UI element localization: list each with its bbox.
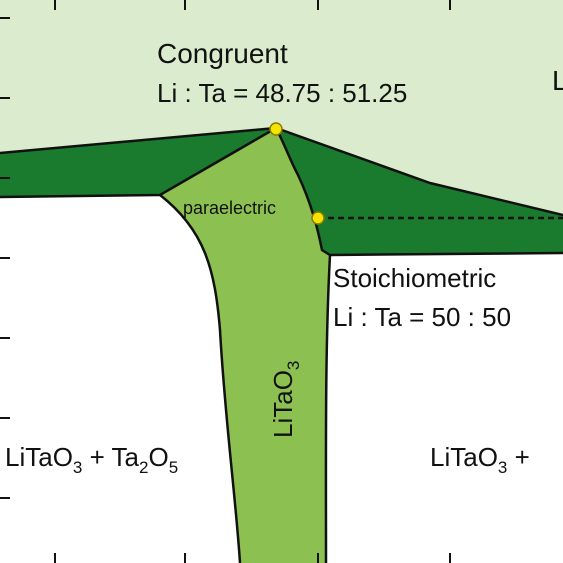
curie-point	[311, 211, 325, 225]
right-phase-label: LiTaO3 +	[430, 442, 530, 477]
central-phase-label: LiTaO3	[268, 361, 303, 438]
axis-ticks	[0, 0, 451, 563]
congruent-point	[269, 122, 283, 136]
stoichiometric-ratio: Li : Ta = 50 : 50	[333, 302, 511, 332]
solid-solution-region	[160, 128, 330, 563]
right-top-partial-label: L	[552, 65, 563, 96]
congruent-ratio: Li : Ta = 48.75 : 51.25	[157, 78, 407, 108]
liquid-region	[0, 0, 563, 215]
phase-boundaries	[0, 126, 563, 563]
left-phase-label: LiTaO3 + Ta2O5	[5, 442, 178, 477]
stoichiometric-title: Stoichiometric	[333, 263, 496, 293]
congruent-title: Congruent	[157, 38, 288, 69]
liquid-solid-region	[0, 128, 563, 255]
paraelectric-label: paraelectric	[183, 198, 276, 218]
